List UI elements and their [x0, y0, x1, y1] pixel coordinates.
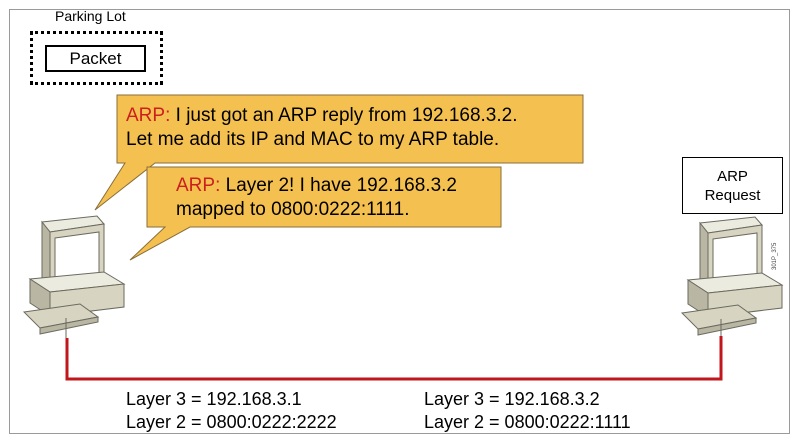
- left-host-addresses: Layer 3 = 192.168.3.1 Layer 2 = 0800:022…: [126, 388, 337, 434]
- right-host-layer3: Layer 3 = 192.168.3.2: [424, 389, 600, 409]
- left-host-layer2: Layer 2 = 0800:0222:2222: [126, 412, 337, 432]
- speech-bubble-reply: [94, 94, 584, 211]
- reply-bubble-line1: ARP: I just got an ARP reply from 192.16…: [126, 104, 518, 128]
- network-link: [65, 336, 723, 381]
- layer2-bubble-line2: mapped to 0800:0222:1111.: [176, 199, 410, 220]
- arp-request-line1: ARP: [717, 168, 748, 185]
- figure-id: 301P_375: [772, 242, 778, 270]
- right-host-addresses: Layer 3 = 192.168.3.2 Layer 2 = 0800:022…: [424, 388, 631, 434]
- layer2-bubble-line1: ARP: Layer 2! I have 192.168.3.2: [176, 174, 457, 198]
- left-host-layer3: Layer 3 = 192.168.3.1: [126, 389, 302, 409]
- arp-request-line2: Request: [704, 187, 761, 204]
- reply-bubble-line2: Let me add its IP and MAC to my ARP tabl…: [126, 129, 500, 150]
- speech-bubble-layer2: [129, 166, 502, 261]
- reply-bubble-text: ARP: I just got an ARP reply from 192.16…: [126, 104, 518, 152]
- parking-lot-label: Parking Lot: [55, 8, 126, 24]
- layer2-bubble-line1-text: Layer 2! I have 192.168.3.2: [220, 175, 457, 196]
- arp-request-box: ARP Request: [682, 157, 783, 214]
- right-host-layer2: Layer 2 = 0800:0222:1111: [424, 412, 631, 432]
- layer2-bubble-protocol: ARP:: [176, 175, 221, 196]
- left-computer-icon: [22, 215, 126, 338]
- parking-lot: Packet: [30, 31, 163, 85]
- packet-box: Packet: [45, 45, 146, 72]
- layer2-bubble-text: ARP: Layer 2! I have 192.168.3.2 mapped …: [176, 174, 457, 222]
- diagram-frame: [9, 9, 790, 434]
- right-computer-icon: [680, 216, 784, 336]
- reply-bubble-protocol: ARP:: [126, 105, 171, 126]
- reply-bubble-line1-text: I just got an ARP reply from 192.168.3.2…: [170, 105, 518, 126]
